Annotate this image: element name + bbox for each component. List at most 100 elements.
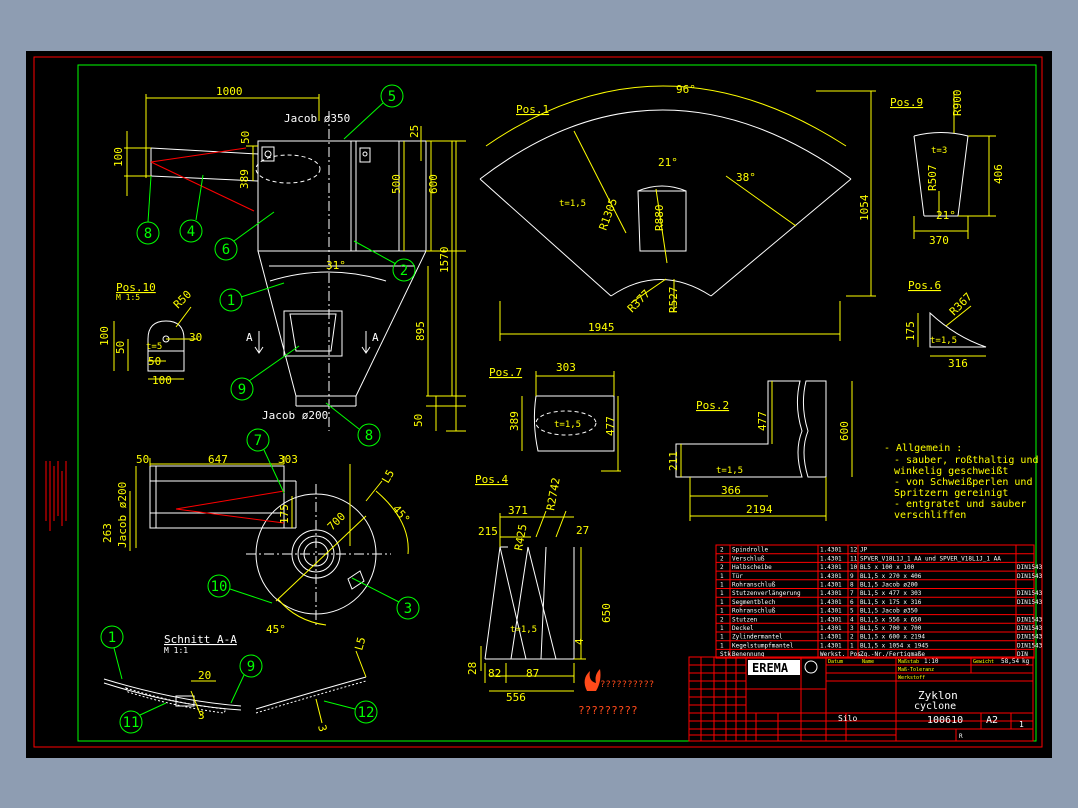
bom-cell: BL1,5 x 556 x 650 (860, 616, 922, 623)
bom-cell: 1.4301 (820, 608, 842, 615)
pos1-view: Pos.1 96° 21° 38° t=1,5 R1305 (479, 83, 876, 341)
bom-cell: 1 (720, 590, 724, 597)
bom-cell: DIN1543 (1017, 573, 1043, 580)
stamp-question: ????????? (578, 704, 638, 717)
pos9-r507: R507 (926, 165, 939, 192)
bom-cell: 1.4301 (820, 642, 842, 649)
plan-jacob-200: Jacob ø200 (116, 482, 129, 548)
bom-cell: 3 (850, 625, 854, 632)
bom-cell: 2 (720, 564, 724, 571)
main-view-labels: Jacob ø350 Jacob ø200 A A (246, 112, 379, 422)
bom-cell: Stutzen (732, 616, 758, 623)
plan-dim-175: 175 (278, 504, 291, 524)
balloon-9b: 9 (247, 659, 255, 675)
bom-cell: 1.4301 (820, 555, 842, 562)
bom-cell: Zylindermantel (732, 634, 783, 641)
notes-line-1: - sauber, roßthaltig und (894, 455, 1039, 466)
bom-cell: Stutzenverlängerung (732, 590, 801, 597)
dim-500: 500 (390, 174, 403, 194)
bom-header-cell: Werkst. (820, 651, 845, 658)
section-dim-20: 20 (198, 669, 211, 682)
pos1-r880: R880 (653, 205, 666, 232)
bom-cell: 2 (720, 555, 724, 562)
bom-cell: Kegelstumpfmantel (732, 642, 794, 649)
notes-line-3: - von Schweißperlen und (894, 477, 1032, 488)
balloon-10: 10 (211, 579, 228, 595)
bom-cell: 12 (850, 547, 858, 554)
pos4-215: 215 (478, 525, 498, 538)
pos10-100b: 100 (152, 374, 172, 387)
pos4-title: Pos.4 (475, 473, 508, 486)
drawing-number: 100610 (927, 715, 963, 726)
name-label: Name (862, 659, 874, 665)
pos1-title: Pos.1 (516, 103, 549, 116)
bom-cell: 1 (720, 582, 724, 589)
pos1-1945: 1945 (588, 321, 615, 334)
pos1-r527: R527 (667, 287, 680, 314)
bom-header-cell: Benennung (732, 651, 765, 658)
dim-50: 50 (239, 131, 252, 144)
scale-value: 1:10 (924, 658, 939, 665)
balloon-11: 11 (123, 715, 140, 731)
bom-header-cell: Stk. (720, 651, 734, 658)
section-scale: M 1:1 (164, 646, 188, 655)
bom-cell: DIN1543 (1017, 616, 1043, 623)
balloon-1b: 1 (108, 630, 116, 646)
bom-cell: 1.4301 (820, 599, 842, 606)
bom-cell: JP (860, 547, 868, 554)
dim-1570: 1570 (438, 247, 451, 274)
bom-cell: BL1,5 x 700 x 700 (860, 625, 922, 632)
bom-cell: 1 (850, 642, 854, 649)
main-view-balloons (136, 84, 416, 447)
pos4-r2742: R2742 (544, 477, 563, 512)
pos10-30: 30 (189, 331, 202, 344)
balloon-2: 2 (400, 263, 408, 279)
section-dim-3: 3 (198, 709, 205, 722)
balloon-8: 8 (144, 226, 152, 242)
pos9-370: 370 (929, 234, 949, 247)
bom-cell: 1.4301 (820, 590, 842, 597)
bom-cell: DIN1543 (1017, 564, 1043, 571)
pos2-211: 211 (667, 451, 680, 471)
bom-cell: BL1,5 Jacob ø350 (860, 608, 918, 615)
bom-cell: 1 (720, 625, 724, 632)
bom-cell: 1 (720, 573, 724, 580)
plan-dim-l5: L5 (379, 468, 397, 486)
balloon-8b: 8 (365, 428, 373, 444)
balloon-7: 7 (254, 433, 262, 449)
stamp-zigzag: ?????????? (600, 680, 654, 690)
bom-cell: BL1,5 x 477 x 303 (860, 590, 922, 597)
pos2-2194: 2194 (746, 503, 773, 516)
bom-cell: 2 (850, 634, 854, 641)
pos2-title: Pos.2 (696, 399, 729, 412)
pos10-t5: t=5 (146, 342, 162, 352)
bom-cell: Segmentblech (732, 599, 776, 606)
pos1-21deg: 21° (658, 156, 678, 169)
bom-cell: BL5 x 100 x 100 (860, 564, 915, 571)
outer-frame (33, 56, 1043, 748)
dim-31deg: 31° (326, 259, 346, 272)
pos7-thickness: t=1,5 (554, 420, 581, 430)
pos4-650: 650 (600, 603, 613, 623)
balloon-12: 12 (358, 705, 375, 721)
bom-cell: 1.4301 (820, 547, 842, 554)
bom-cell: 10 (850, 564, 858, 571)
bom-cell: 2 (720, 616, 724, 623)
bom-cell: 11 (850, 555, 858, 562)
bom-cell: Halbscheibe (732, 564, 772, 571)
cad-drawing: 1000 100 50 389 25 500 600 1570 895 50 3… (33, 56, 1043, 748)
pos2-477: 477 (756, 411, 769, 431)
dim-100: 100 (112, 147, 125, 167)
pos4-28: 28 (466, 662, 479, 675)
notes-line-5: - entgratet und sauber (894, 499, 1026, 510)
dim-50b: 50 (412, 414, 425, 427)
pos4-556: 556 (506, 691, 526, 704)
pos4-r425: R425 (512, 523, 529, 551)
bom-header-cell: DIN (1017, 651, 1028, 658)
drawing-format: A2 (986, 715, 998, 726)
pos9-406: 406 (992, 164, 1005, 184)
bom-cell: DIN1543 (1017, 642, 1043, 649)
balloon-1: 1 (227, 293, 235, 309)
dim-25: 25 (408, 125, 421, 138)
bom-cell: Rohranschluß (732, 582, 776, 589)
